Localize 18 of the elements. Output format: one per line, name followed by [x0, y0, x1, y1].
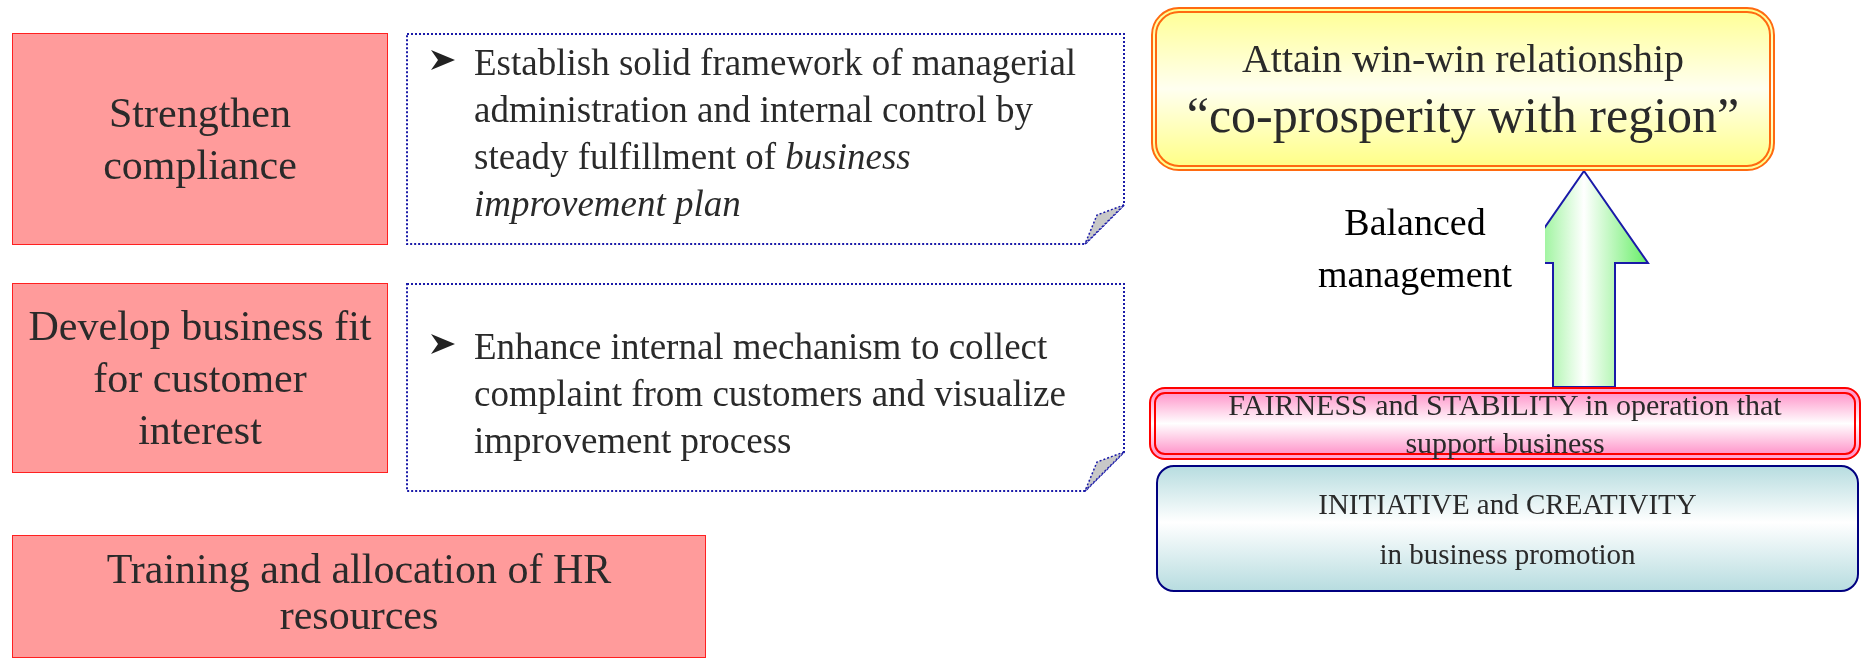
bullet-text: Enhance internal mechanism to collect complaint from customers and visualize improvement process: [474, 325, 1067, 463]
foundation-box: [1156, 465, 1859, 592]
box-text: FAIRNESS and STABILITY in operation that support business: [1227, 386, 1783, 461]
box-text: Attain win-win relationship: [1241, 35, 1685, 83]
note-box: [406, 33, 1125, 245]
box-text: Training and allocation of HR resources: [105, 546, 613, 638]
note-box: [406, 283, 1125, 492]
goal-box: [1151, 7, 1775, 171]
box-text: in business promotion: [1379, 536, 1636, 572]
bullet-text: Establish solid framework of managerial administration and internal control by steady fulfillment of business improvement plan: [474, 41, 1078, 226]
box-text: “co-prosperity with region”: [1186, 86, 1740, 145]
box-text: Strengthen compliance: [102, 89, 298, 190]
box-text: Develop business fit for customer interest: [27, 302, 373, 455]
topic-box: [12, 33, 388, 245]
box-text: INITIATIVE and CREATIVITY: [1318, 486, 1697, 522]
operation-box: [1149, 387, 1861, 460]
topic-box: [12, 535, 706, 658]
topic-box: [12, 283, 388, 473]
